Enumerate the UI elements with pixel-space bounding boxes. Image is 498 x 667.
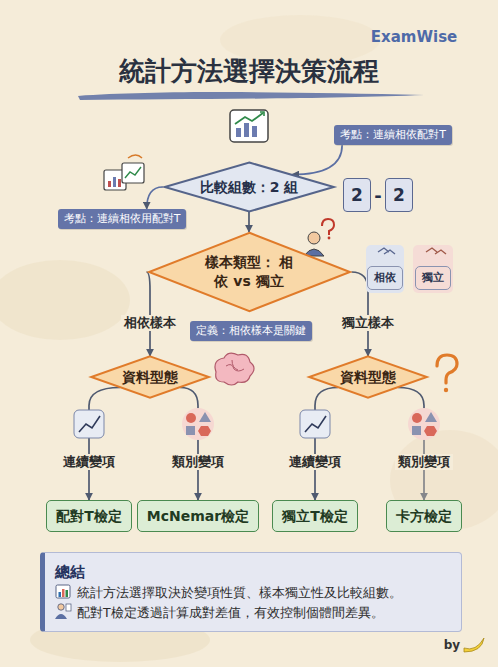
page-title: 統計方法選擇決策流程: [0, 54, 498, 89]
title-underline: [78, 92, 424, 100]
decision-diamond: 比較組數：2 組: [163, 162, 336, 212]
link-badge-icons: [366, 245, 453, 293]
node-text: 資料型態: [122, 368, 178, 387]
node-text: 配對T檢定: [56, 507, 122, 525]
node-text: 考點：連續相依用配對T: [64, 212, 181, 226]
node-body-text: 配對T檢定透過計算成對差值，有效控制個體間差異。: [55, 603, 451, 623]
node-text: 定義：相依樣本是關鍵: [196, 324, 306, 338]
node-text: 獨立T檢定: [282, 507, 348, 525]
callout-box: 考點：連續相依配對T: [334, 125, 452, 145]
card-dash: -: [374, 185, 381, 206]
bar-chart-bullet: [56, 585, 70, 598]
diamond-text-wrap: 資料型態: [340, 368, 396, 387]
edge-label: 連續變項: [286, 454, 344, 471]
edge-label: 相依樣本: [121, 315, 179, 332]
flow-arrow: [292, 145, 342, 174]
banana-icon: [464, 638, 484, 652]
result-box: 卡方檢定: [386, 500, 462, 532]
diamond-shape: [149, 233, 350, 311]
diamond-shape: [91, 356, 209, 397]
node-text: 獨立: [422, 271, 444, 285]
flow-arrow: [147, 187, 163, 209]
node-text: 2: [393, 184, 405, 206]
node-text: 樣本類型： 相依 vs 獨立: [199, 253, 300, 291]
diamond-text-wrap: 樣本類型： 相依 vs 獨立: [199, 253, 300, 291]
paper-stains: [0, 15, 498, 662]
result-box: 配對T檢定: [46, 500, 132, 532]
compare-charts-icon: [104, 155, 144, 190]
diamond-text-wrap: 資料型態: [122, 368, 178, 387]
node-text: 比較組數：2 組: [200, 178, 299, 197]
flow-arrow: [315, 388, 338, 500]
decision-diamond: 資料型態: [90, 356, 210, 398]
node-text: 資料型態: [340, 368, 396, 387]
group-card: 2: [385, 178, 413, 212]
diamond-shape: [164, 163, 333, 212]
definition-callout: 定義：相依樣本是關鍵: [190, 321, 312, 341]
decision-diamond: 樣本類型： 相依 vs 獨立: [147, 232, 352, 312]
node-body-text: 統計方法選擇取決於變項性質、樣本獨立性及比較組數。: [55, 583, 451, 603]
category-shapes-icon: [182, 408, 440, 440]
brain-icon: [215, 353, 254, 385]
diamond-text-wrap: 比較組數：2 組: [200, 178, 299, 197]
sample-badge: 獨立: [415, 266, 451, 290]
flow-arrow: [180, 388, 198, 500]
sample-badge: 相依: [367, 266, 403, 290]
teacher-bullet: [55, 604, 71, 619]
node-text: 考點：連續相依配對T: [340, 128, 446, 142]
flow-arrow: [89, 388, 120, 500]
diamond-shape: [309, 356, 427, 397]
node-text: 卡方檢定: [396, 507, 452, 525]
node-text: 相依: [374, 271, 396, 285]
brand-mark: ExamWise: [371, 28, 457, 46]
group-card: 2: [343, 178, 371, 212]
node-text: McNemar檢定: [147, 507, 249, 525]
chart-icon: [230, 110, 268, 142]
byline: by: [444, 638, 460, 652]
callout-box: 考點：連續相依用配對T: [58, 209, 187, 229]
flow-arrow: [248, 212, 250, 232]
diamond-outline: [147, 232, 352, 312]
node-text: 總結: [55, 561, 451, 583]
summary-panel: 總結統計方法選擇取決於變項性質、樣本獨立性及比較組數。配對T檢定透過計算成對差值…: [40, 552, 462, 632]
edge-label: 類別變項: [395, 454, 453, 471]
result-box: 獨立T檢定: [272, 500, 358, 532]
question-mark-icon: [437, 355, 457, 392]
decision-diamond: 資料型態: [308, 356, 428, 398]
thinking-person-icon: [304, 219, 334, 256]
node-text: 2: [351, 184, 363, 206]
result-box: McNemar檢定: [137, 500, 259, 532]
edge-label: 連續變項: [60, 454, 118, 471]
edge-label: 類別變項: [169, 454, 227, 471]
edge-label: 獨立樣本: [339, 315, 397, 332]
